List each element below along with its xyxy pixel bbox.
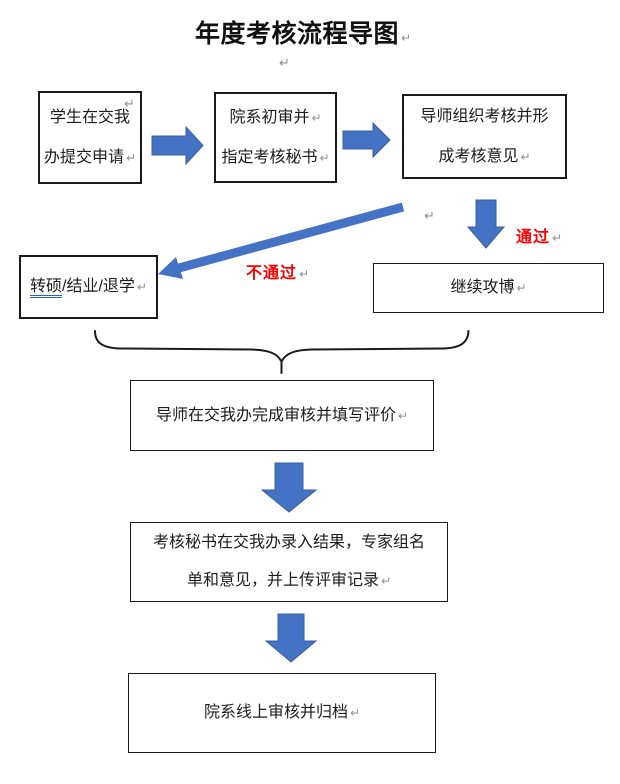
label-pass: 通过↵ <box>516 223 563 247</box>
flow-box-text-line: 考核秘书在交我办录入结果，专家组名 <box>152 534 425 551</box>
paragraph-mark-icon: ↵ <box>319 150 330 165</box>
flow-box-text-line: 转硕/结业/退学↵ <box>30 267 147 307</box>
arrow-right-student-to-dept-icon <box>151 125 204 166</box>
merge-brace-icon <box>94 330 470 374</box>
flow-box-text: /结业/退学 <box>62 278 135 295</box>
page-title-text: 年度考核流程导图 <box>195 20 400 48</box>
paragraph-mark-icon: ↵ <box>311 110 322 125</box>
paragraph-mark-icon: ↵ <box>424 208 435 223</box>
page-title: 年度考核流程导图↵ <box>195 14 412 50</box>
label-pass-text: 通过 <box>516 229 551 246</box>
arrow-right-dept-to-advisor-icon <box>342 121 391 159</box>
paragraph-mark-icon: ↵ <box>552 231 564 245</box>
flow-box-pass-outcome: 继续攻博↵ <box>373 263 604 313</box>
arrow-diagonal-head <box>158 257 183 279</box>
arrow-down-pass-icon <box>466 199 506 249</box>
flow-box-text: 成考核意见 <box>438 147 519 165</box>
flow-box-advisor-confirm: 导师在交我办完成审核并填写评价↵ <box>130 380 434 451</box>
paragraph-mark-icon: ↵ <box>299 267 311 281</box>
flow-box-secretary-entry: 考核秘书在交我办录入结果，专家组名 单和意见，并上传评审记录↵ <box>130 522 448 602</box>
flow-box-text-line: 成考核意见↵ <box>438 137 530 177</box>
paragraph-mark-icon: ↵ <box>125 150 137 165</box>
flow-box-text: 院系线上审核并归档 <box>203 704 348 721</box>
flow-box-text: 办提交申请 <box>43 148 124 166</box>
flow-box-advisor-assessment: 导师组织考核并形 成考核意见↵ <box>402 94 567 179</box>
arrow-down-to-final-icon <box>264 613 318 663</box>
paragraph-mark-icon: ↵ <box>124 96 135 111</box>
paragraph-mark-icon: ↵ <box>397 408 409 423</box>
flow-box-text: 指定考核秘书 <box>221 148 318 166</box>
flow-box-text: 继续攻博 <box>450 279 515 296</box>
flow-box-dept-initial-review: 院系初审并↵ 指定考核秘书↵ <box>214 92 337 183</box>
arrow-down-to-secretary-icon <box>260 462 318 513</box>
label-fail-text: 不通过 <box>246 265 298 282</box>
flow-box-text-line: 院系线上审核并归档↵ <box>204 693 360 733</box>
flow-box-fail-outcome: 转硕/结业/退学↵ <box>19 255 158 319</box>
flow-box-text-line: 学生在交我 <box>49 108 130 126</box>
paragraph-mark-icon: ↵ <box>520 149 531 164</box>
paragraph-mark-icon: ↵ <box>279 55 290 70</box>
paragraph-mark-icon: ↵ <box>380 574 392 588</box>
merge-brace-curve <box>94 330 470 364</box>
flow-box-text-line: 继续攻博↵ <box>450 268 526 308</box>
flow-box-text-line: 单和意见，并上传评审记录↵ <box>187 562 391 600</box>
paragraph-mark-icon: ↵ <box>349 706 361 720</box>
flow-box-text-line: 院系初审并↵ <box>229 98 321 138</box>
flow-box-student-apply: 学生在交我 办提交申请↵ <box>38 91 142 184</box>
label-fail: 不通过↵ <box>246 259 310 283</box>
flow-box-text-line: 导师在交我办完成审核并填写评价↵ <box>156 396 408 436</box>
paragraph-mark-icon: ↵ <box>516 281 527 295</box>
flow-box-text: 导师在交我办完成审核并填写评价 <box>155 406 396 424</box>
flow-box-text-line: 指定考核秘书↵ <box>221 138 329 178</box>
flow-box-text: 院系初审并 <box>229 108 310 126</box>
flow-box-text-line: 导师组织考核并形 <box>420 107 549 125</box>
flow-box-text: 单和意见，并上传评审记录 <box>186 572 379 589</box>
flow-box-final-archive: 院系线上审核并归档↵ <box>128 673 436 753</box>
grammar-underlined-text: 转硕 <box>30 278 63 298</box>
paragraph-mark-icon: ↵ <box>401 31 412 45</box>
flow-box-text-line: 办提交申请↵ <box>44 138 136 178</box>
paragraph-mark-icon: ↵ <box>136 280 147 294</box>
